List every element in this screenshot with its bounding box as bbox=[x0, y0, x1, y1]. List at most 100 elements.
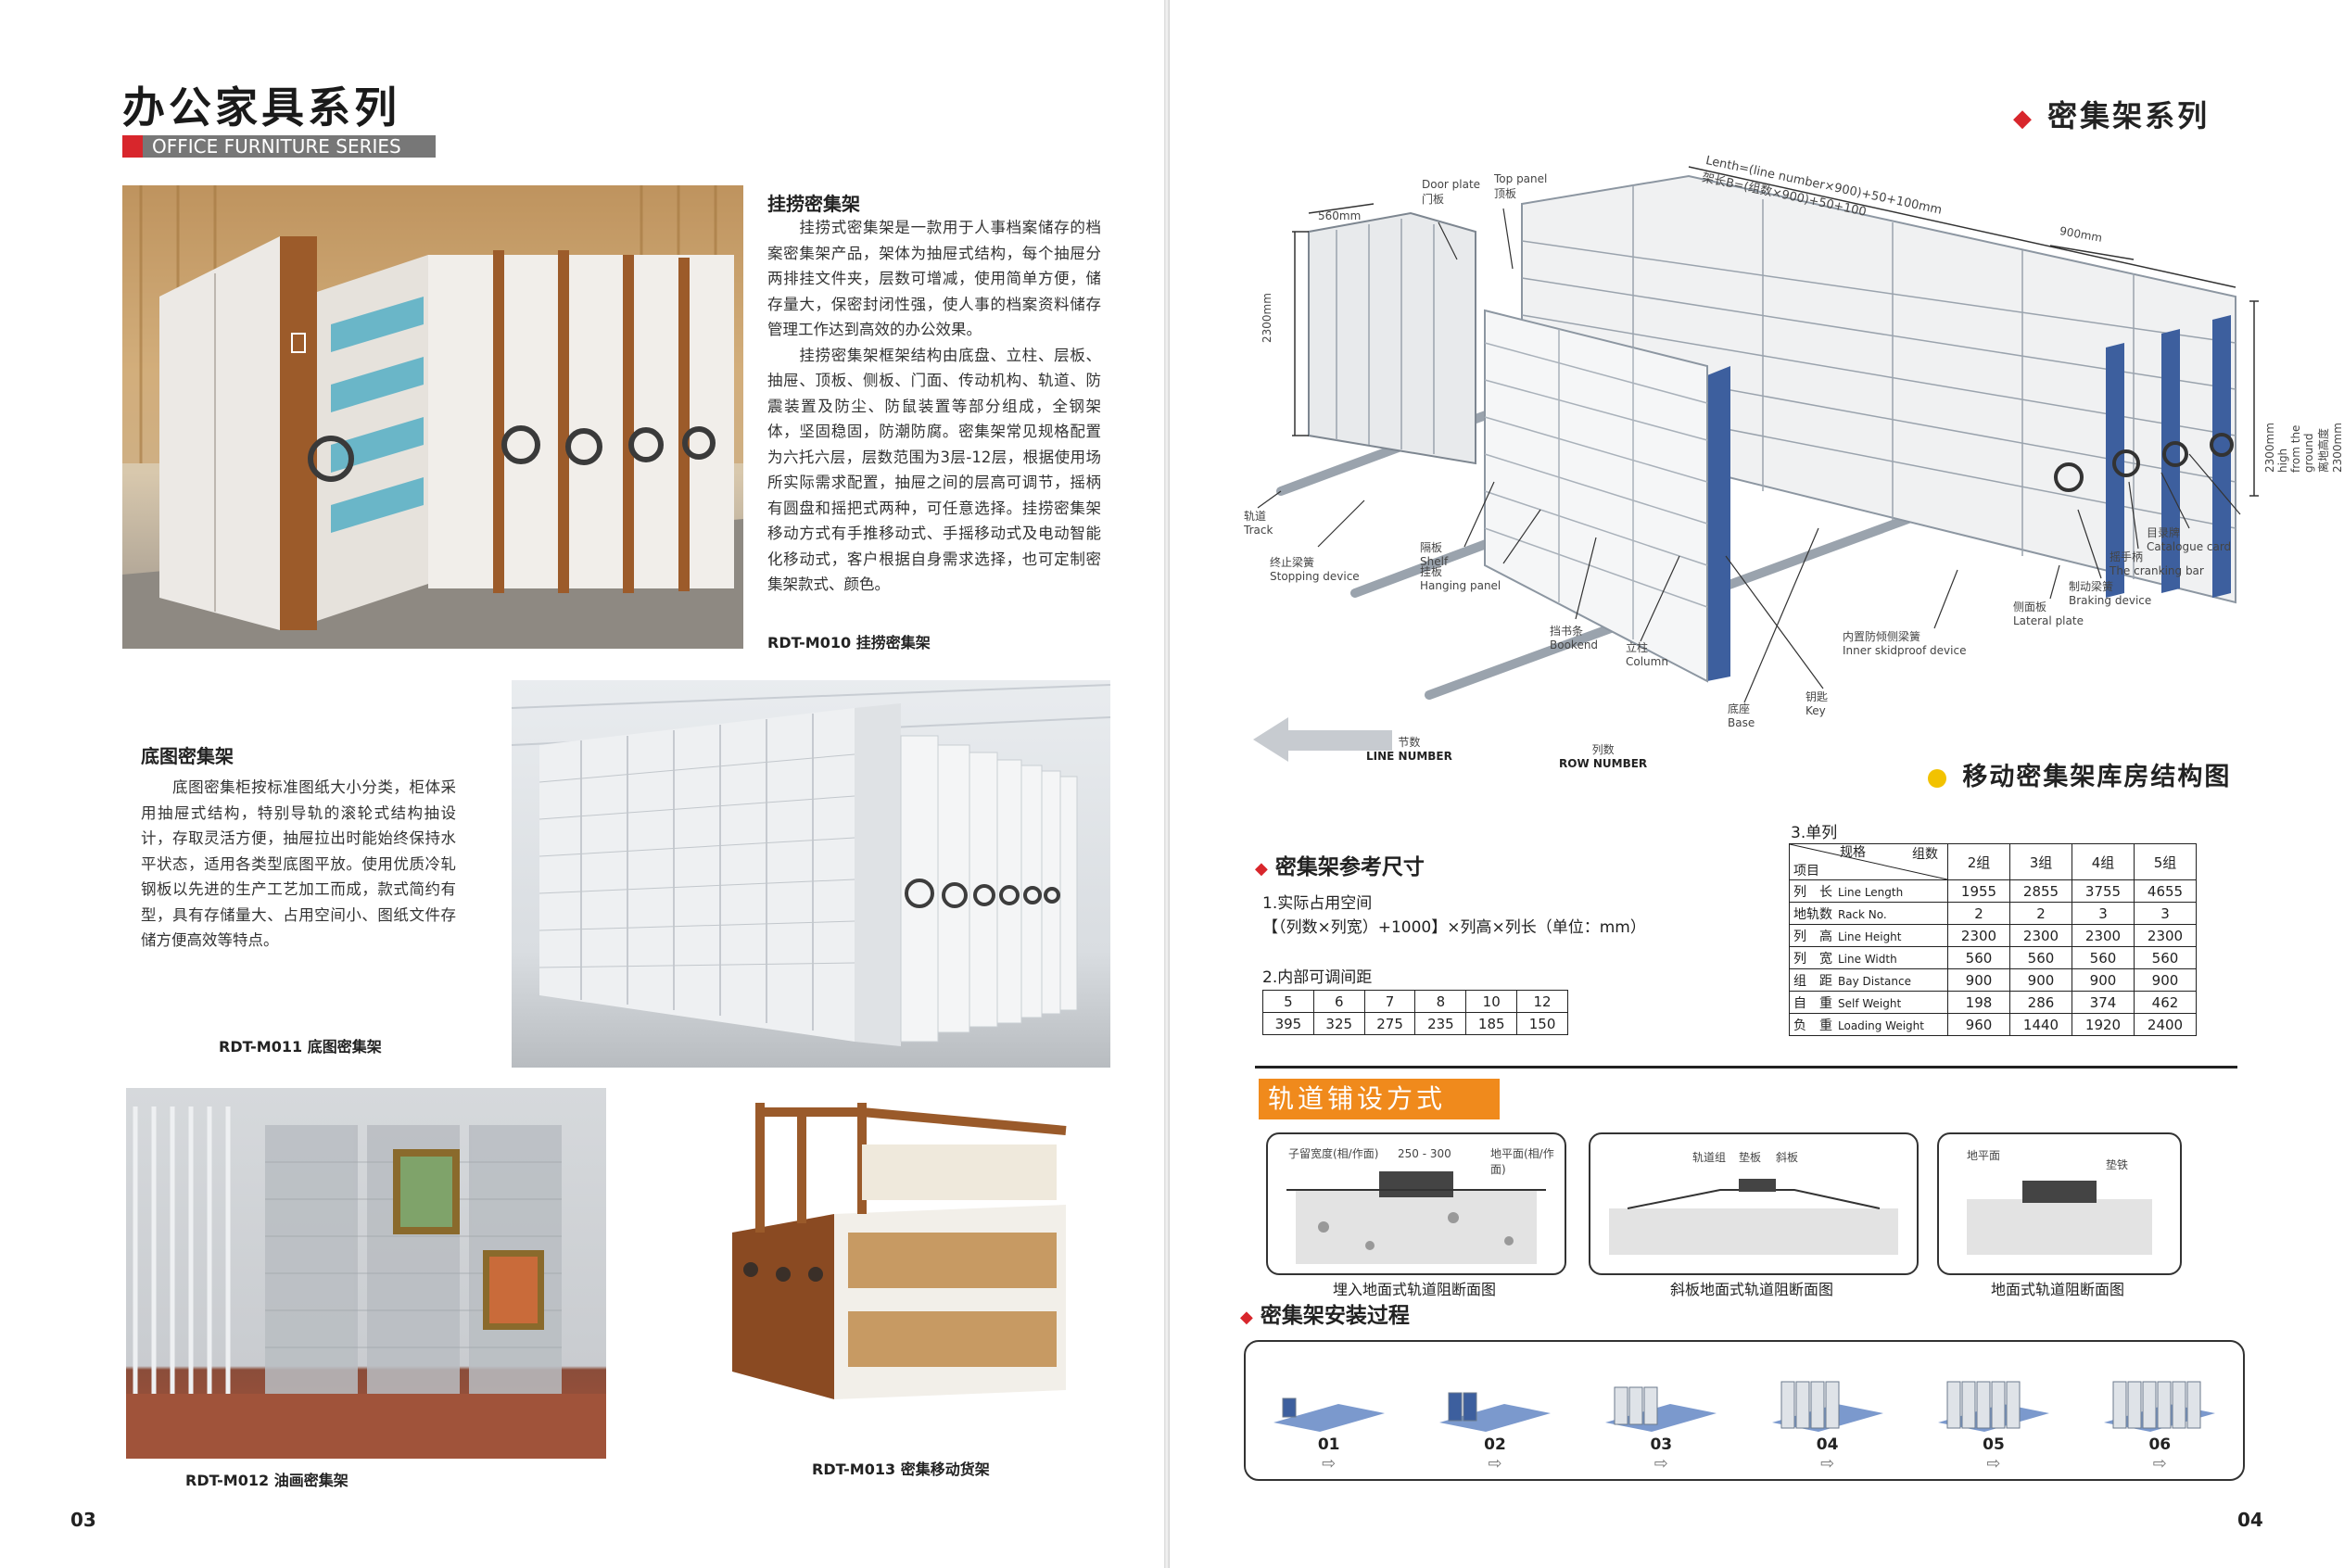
table-cell: 1920 bbox=[2072, 1013, 2135, 1036]
section2-caption: RDT-M011 底图密集架 bbox=[219, 1038, 382, 1056]
photo-goods-shelf bbox=[723, 1094, 1075, 1409]
install-step-graphic bbox=[1605, 1386, 1717, 1432]
spec-row-label-en: Line Length bbox=[1838, 885, 1904, 899]
install-step: 06⇨ bbox=[2090, 1367, 2229, 1473]
table-cell: 286 bbox=[2009, 991, 2072, 1014]
table-cell: 5 bbox=[1262, 990, 1314, 1013]
table-cell: 560 bbox=[2072, 946, 2135, 969]
table-cell: 2300 bbox=[2134, 924, 2197, 947]
photo-map-drawer-shelving bbox=[511, 680, 1111, 1068]
diamond-icon: ◆ bbox=[1255, 859, 1268, 879]
install-step: 05⇨ bbox=[1924, 1367, 2063, 1473]
photo-hanging-shelving bbox=[122, 185, 743, 649]
rail-caption: 斜板地面式轨道阻断面图 bbox=[1669, 1281, 1833, 1298]
install-step: 03⇨ bbox=[1591, 1367, 1730, 1473]
table-cell: 235 bbox=[1414, 1012, 1467, 1035]
dims-title: ◆ 密集架参考尺寸 bbox=[1255, 849, 1425, 880]
arrow-right-icon: ⇨ bbox=[1322, 1454, 1337, 1473]
install-steps: 01⇨02⇨03⇨04⇨05⇨06⇨ bbox=[1246, 1342, 2243, 1479]
page-number-left: 03 bbox=[70, 1509, 96, 1531]
page-number-right: 04 bbox=[2237, 1509, 2263, 1531]
spec-row-label-en: Loading Weight bbox=[1838, 1018, 1924, 1032]
rail-note: 轨道组 bbox=[1692, 1151, 1727, 1164]
spec-row-label-cn: 自 重 bbox=[1793, 995, 1832, 1011]
spec-col-header: 4组 bbox=[2072, 843, 2135, 880]
label-dim-560: 560mm bbox=[1318, 209, 1362, 222]
spec-row-label: 列 高 Line Height bbox=[1789, 924, 1948, 947]
spec-header-item: 项目 bbox=[1793, 864, 1819, 879]
spec-col-header: 5组 bbox=[2134, 843, 2197, 880]
table-cell: 2300 bbox=[2072, 924, 2135, 947]
label-dim-2300: 2300mm bbox=[1261, 293, 1273, 343]
spec-row-label-cn: 列 高 bbox=[1793, 929, 1832, 944]
table-cell: 900 bbox=[2072, 968, 2135, 992]
arrow-right-icon: ⇨ bbox=[1488, 1454, 1502, 1473]
spec-row-label: 负 重 Loading Weight bbox=[1789, 1013, 1948, 1036]
table-cell: 3 bbox=[2072, 902, 2135, 925]
spec-header-spec: 规格 bbox=[1840, 845, 1866, 860]
table-cell: 185 bbox=[1465, 1012, 1518, 1035]
page-subtitle: OFFICE FURNITURE SERIES bbox=[122, 135, 436, 158]
spec-row-label-cn: 地轨数 bbox=[1793, 906, 1832, 922]
dims-formula: 【（列数×列宽）+1000】×列高×列长（单位：mm） bbox=[1262, 918, 1646, 937]
spec-row-label-cn: 负 重 bbox=[1793, 1018, 1832, 1033]
table-cell: 900 bbox=[2009, 968, 2072, 992]
spec-row-label-en: Line Width bbox=[1838, 952, 1897, 966]
rail-note: 垫铁 bbox=[2106, 1158, 2129, 1171]
diamond-icon: ◆ bbox=[1240, 1308, 1253, 1327]
arrow-right-icon: ⇨ bbox=[1653, 1454, 1668, 1473]
section2-body: 底图密集柜按标准图纸大小分类，柜体采用抽屉式结构，特别导轨的滚轮式结构抽设计，存… bbox=[141, 778, 456, 949]
table-cell: 4655 bbox=[2134, 879, 2197, 903]
table-cell: 395 bbox=[1262, 1012, 1314, 1035]
dims-title-text: 密集架参考尺寸 bbox=[1274, 855, 1425, 879]
rail-diagram-embedded: 子留宽度(相/作面) 250 - 300 地平面(相/作面) bbox=[1266, 1132, 1566, 1275]
install-title: ◆ 密集架安装过程 bbox=[1240, 1297, 1410, 1329]
rail-note: 250 - 300 bbox=[1398, 1147, 1451, 1160]
photo3-caption: RDT-M012 油画密集架 bbox=[185, 1472, 348, 1489]
rail-caption: 地面式轨道阻断面图 bbox=[1990, 1281, 2124, 1298]
install-step: 02⇨ bbox=[1425, 1367, 1565, 1473]
rail-note: 斜板 bbox=[1776, 1151, 1799, 1164]
table-cell: 7 bbox=[1363, 990, 1416, 1013]
install-step-label: 05 bbox=[1983, 1435, 2005, 1454]
spec-row-label-en: Bay Distance bbox=[1838, 974, 1911, 988]
spec-col-header: 2组 bbox=[1947, 843, 2010, 880]
rail-diagram-surface: 地平面 垫铁 bbox=[1937, 1132, 2182, 1275]
table-cell: 900 bbox=[1947, 968, 2010, 992]
page-spine bbox=[1164, 0, 1170, 1568]
table-cell: 10 bbox=[1465, 990, 1518, 1013]
dims-sub1: 1.实际占用空间 bbox=[1262, 894, 1373, 913]
section1-body: 挂捞式密集架是一款用于人事档案储存的档案密集架产品，架体为抽屉式结构，每个抽屉分… bbox=[767, 219, 1101, 593]
install-step-label: 02 bbox=[1484, 1435, 1506, 1454]
table-cell: 900 bbox=[2134, 968, 2197, 992]
arrow-right-icon: ⇨ bbox=[1820, 1454, 1835, 1473]
table-cell: 275 bbox=[1363, 1012, 1416, 1035]
install-step-graphic bbox=[1438, 1392, 1551, 1432]
dims-sub2: 2.内部可调间距 bbox=[1262, 968, 1373, 987]
diagram-title-text: 移动密集架库房结构图 bbox=[1962, 763, 2232, 791]
arrow-right-icon: ⇨ bbox=[1986, 1454, 2001, 1473]
install-step-graphic bbox=[2104, 1381, 2216, 1432]
spec-row-label-en: Rack No. bbox=[1838, 907, 1887, 921]
spec-row-label-en: Line Height bbox=[1838, 929, 1902, 943]
right-page: ◆ 密集架系列 bbox=[1170, 0, 2344, 1568]
section1-heading: 挂捞密集架 bbox=[767, 193, 860, 215]
table-cell: 2300 bbox=[2009, 924, 2072, 947]
